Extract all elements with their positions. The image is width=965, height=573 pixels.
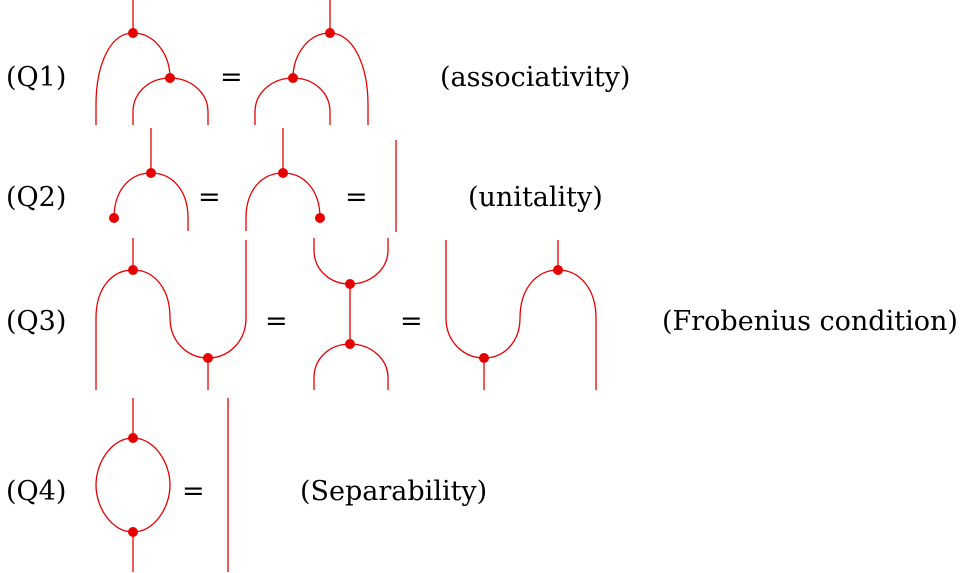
q4-equals-1: = [182,476,205,507]
row-q4: (Q4) = (Separability) [6,398,487,572]
q3-rhs-mult-node [553,265,563,275]
row-q2-label: (Q2) [6,182,66,213]
q2-equals-1: = [198,182,221,213]
q1-rhs-upper-node [325,28,335,38]
q1-rhs-diagram [254,0,369,125]
q1-lhs-diagram [95,0,209,125]
q2-left-unit-node [109,213,119,223]
q3-mid-diagram [313,238,389,390]
q3-rhs-snake [445,240,597,390]
q3-mid-lower-node [345,339,355,349]
row-q2: (Q2) = = (unitality) [6,128,603,232]
q1-lhs-inner-arc [132,77,209,125]
q2-left-unit-diagram [109,128,189,231]
q3-equals-1: = [265,306,288,337]
q3-rhs-comult-node [479,353,489,363]
row-q4-label: (Q4) [6,476,66,507]
row-q1-label: (Q1) [6,62,66,93]
q2-right-arc [245,172,321,231]
q3-lhs-snake [95,240,247,390]
q1-rhs-lower-node [288,73,298,83]
q2-right-unit-diagram [245,128,325,231]
q2-right-mult-node [278,168,288,178]
q2-left-arc [113,172,189,231]
q4-mult-node [128,527,138,537]
q4-comult-node [128,433,138,443]
q2-right-unit-node [315,213,325,223]
q1-rhs-inner-arc [254,77,331,125]
q1-lhs-upper-node [128,28,138,38]
row-q4-name: (Separability) [300,476,487,507]
q4-bubble-diagram [95,398,171,572]
row-q3: (Q3) = = (Frobenius condition) [6,238,958,390]
q2-equals-2: = [345,182,368,213]
q3-equals-2: = [400,306,423,337]
row-q1-name: (associativity) [440,62,630,93]
q3-lhs-diagram [95,238,247,390]
row-q1: (Q1) = (associativity) [6,0,630,125]
q4-bubble-loop [95,437,171,533]
q3-rhs-diagram [445,240,597,390]
q3-mid-upper-node [345,279,355,289]
q1-equals-1: = [220,62,243,93]
row-q2-name: (unitality) [468,182,603,213]
q3-lhs-comult-node [203,353,213,363]
q3-lhs-mult-node [128,265,138,275]
row-q3-name: (Frobenius condition) [662,306,958,337]
row-q3-label: (Q3) [6,306,66,337]
q3-mid-top-cup [313,238,389,285]
q1-lhs-lower-node [165,73,175,83]
q3-mid-bottom-cap [313,343,389,390]
q2-left-mult-node [146,168,156,178]
